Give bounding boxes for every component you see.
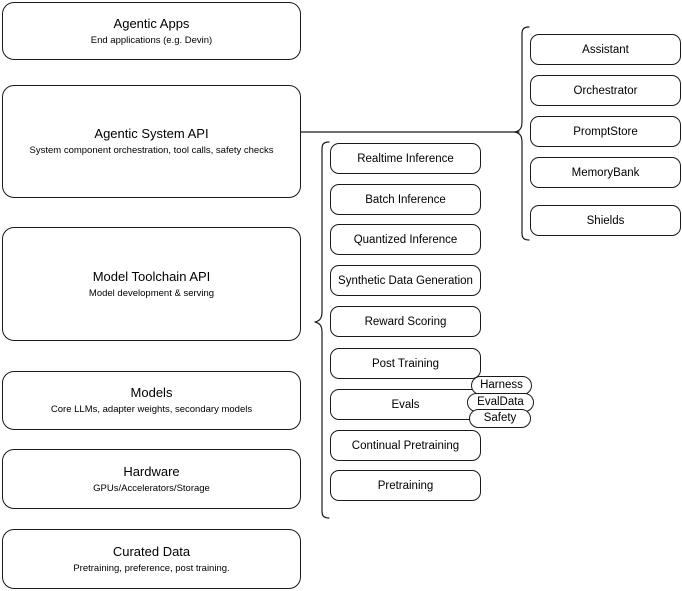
layer-subtitle: Core LLMs, adapter weights, secondary mo… [50,404,253,415]
layer-box-models[interactable]: Models Core LLMs, adapter weights, secon… [2,371,301,430]
layer-subtitle: System component orchestration, tool cal… [29,145,274,156]
agentic-pill-shields[interactable]: Shields [530,205,681,236]
eval-tag-safety[interactable]: Safety [469,409,531,428]
agentic-pill-promptstore[interactable]: PromptStore [530,116,681,147]
toolchain-pill-evals[interactable]: Evals [330,389,481,420]
toolchain-pill-realtime-inference[interactable]: Realtime Inference [330,143,481,174]
layer-subtitle: End applications (e.g. Devin) [90,34,213,46]
layer-box-model-toolchain-api[interactable]: Model Toolchain API Model development & … [2,227,301,341]
agentic-pill-assistant[interactable]: Assistant [530,34,681,65]
toolchain-components-brace [314,141,330,519]
toolchain-pill-batch-inference[interactable]: Batch Inference [330,184,481,215]
agentic-components-brace [514,26,530,241]
layer-box-agentic-apps[interactable]: Agentic Apps End applications (e.g. Devi… [2,2,301,60]
layer-subtitle: Pretraining, preference, post training. [73,562,230,574]
toolchain-pill-continual-pretraining[interactable]: Continual Pretraining [330,430,481,461]
toolchain-pill-pretraining[interactable]: Pretraining [330,470,481,501]
layer-box-hardware[interactable]: Hardware GPUs/Accelerators/Storage [2,449,301,509]
layer-title: Model Toolchain API [92,268,211,284]
layer-title: Agentic Apps [113,15,190,31]
toolchain-pill-synthetic-data-generation[interactable]: Synthetic Data Generation [330,265,481,296]
toolchain-pill-reward-scoring[interactable]: Reward Scoring [330,306,481,337]
agentic-pill-orchestrator[interactable]: Orchestrator [530,75,681,106]
toolchain-pill-quantized-inference[interactable]: Quantized Inference [330,224,481,255]
layer-title: Curated Data [112,543,191,559]
layer-title: Models [130,385,173,400]
layer-title: Agentic System API [94,126,209,141]
toolchain-pill-post-training[interactable]: Post Training [330,348,481,379]
layer-box-curated-data[interactable]: Curated Data Pretraining, preference, po… [2,529,301,589]
layer-subtitle: GPUs/Accelerators/Storage [93,482,210,494]
layer-box-agentic-system-api[interactable]: Agentic System API System component orch… [2,85,301,198]
agentic-pill-memorybank[interactable]: MemoryBank [530,157,681,188]
layer-subtitle: Model development & serving [88,287,215,299]
layer-title: Hardware [123,463,180,479]
